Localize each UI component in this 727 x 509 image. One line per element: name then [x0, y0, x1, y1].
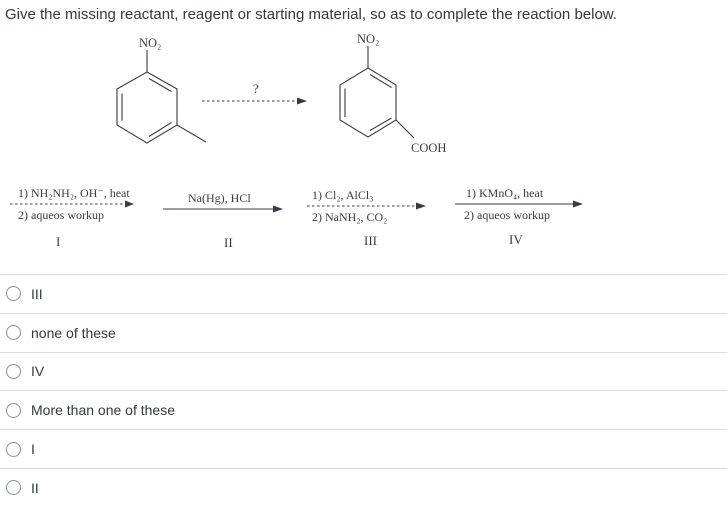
reactant-no2-label: NO₂: [139, 36, 161, 50]
arrowhead-icon: [125, 200, 134, 208]
reagent-option-4: 1) KMnO₄, heat 2) aqueos workup IV: [455, 186, 583, 247]
reagent-numeral: III: [364, 233, 377, 248]
product-no2-label: NO₂: [357, 32, 379, 46]
reagent-line1: 1) KMnO₄, heat: [466, 186, 544, 200]
reagent-numeral: IV: [509, 232, 523, 247]
reagent-numeral: I: [56, 234, 60, 249]
product-cooh-label: COOH: [411, 141, 446, 155]
double-bond: [148, 122, 172, 137]
answer-option-i[interactable]: I: [0, 429, 727, 468]
question-mark: ?: [253, 81, 259, 96]
reagent-option-3: 1) Cl₂, AlCl₃ 2) NaNH₂, CO₂ III: [307, 188, 426, 248]
radio-button[interactable]: [6, 402, 21, 418]
option-label: III: [31, 285, 43, 302]
benzene-ring: [339, 67, 397, 138]
option-label: I: [31, 441, 35, 458]
reagent-numeral: II: [224, 235, 233, 250]
double-bond: [148, 78, 172, 92]
answer-option-ii[interactable]: II: [0, 467, 727, 507]
arrowhead-icon: [297, 97, 307, 105]
reactant-structure: NO₂: [116, 36, 207, 144]
radio-button[interactable]: [6, 325, 21, 341]
reagent-line1: 1) NH₂NH₂, OH⁻, heat: [18, 186, 130, 200]
question-title: Give the missing reactant, reagent or st…: [5, 6, 617, 23]
reaction-scheme-figure: NO₂ ? NO₂ COOH 1) NH₂NH₂, OH⁻,: [10, 32, 583, 250]
radio-button[interactable]: [6, 363, 21, 379]
benzene-ring: [116, 71, 178, 144]
reagent-option-1: 1) NH₂NH₂, OH⁻, heat 2) aqueos workup I: [10, 186, 134, 249]
answer-options-list: III none of these IV More than one of th…: [0, 274, 727, 507]
option-label: More than one of these: [31, 402, 175, 419]
answer-option-iv[interactable]: IV: [0, 351, 727, 391]
option-label: none of these: [31, 324, 116, 341]
answer-option-none-of-these[interactable]: none of these: [0, 312, 727, 352]
radio-button[interactable]: [6, 480, 21, 496]
arrowhead-icon: [416, 202, 426, 210]
reagent-option-2: Na(Hg), HCl II: [163, 191, 283, 250]
double-bond: [369, 117, 392, 131]
double-bond: [369, 74, 392, 88]
answer-option-more-than-one[interactable]: More than one of these: [0, 390, 727, 430]
radio-button[interactable]: [6, 286, 21, 302]
arrowhead-icon: [273, 205, 283, 213]
product-structure: NO₂ COOH: [339, 32, 446, 155]
reagent-line2: 2) NaNH₂, CO₂: [312, 210, 387, 224]
methyl-bond: [176, 124, 207, 143]
arrowhead-icon: [573, 200, 583, 208]
reagent-line1: 1) Cl₂, AlCl₃: [312, 188, 373, 202]
reagent-line2: 2) aqueos workup: [464, 208, 550, 222]
option-label: II: [31, 479, 39, 496]
cooh-bond: [395, 119, 415, 139]
reagent-line2: 2) aqueos workup: [18, 208, 104, 222]
radio-button[interactable]: [6, 441, 21, 457]
option-label: IV: [31, 363, 45, 380]
answer-option-iii[interactable]: III: [0, 274, 727, 313]
reagent-line1: Na(Hg), HCl: [188, 191, 251, 205]
question-arrow: ?: [202, 81, 307, 105]
